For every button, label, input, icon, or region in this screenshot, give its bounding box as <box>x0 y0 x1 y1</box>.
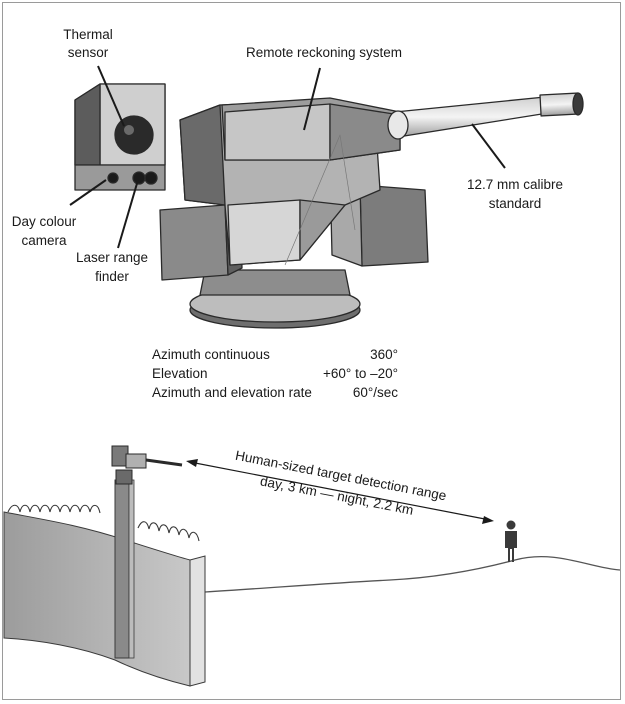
spec-value: +60° to –20° <box>323 366 398 381</box>
landscape-illustration <box>3 445 621 687</box>
spec-name: Azimuth continuous <box>152 347 270 362</box>
leader-lines <box>69 65 506 249</box>
turret-illustration <box>74 83 584 329</box>
day-camera-label-2: camera <box>21 233 67 248</box>
calibre-label-1: 12.7 mm calibre <box>467 177 563 192</box>
thermal-sensor-label-2: sensor <box>68 45 109 60</box>
thermal-sensor-label-1: Thermal <box>63 27 113 42</box>
spec-value: 60°/sec <box>353 385 398 400</box>
spec-name: Azimuth and elevation rate <box>152 385 312 400</box>
remote-system-label: Remote reckoning system <box>246 45 402 60</box>
laser-finder-label-1: Laser range <box>76 250 148 265</box>
calibre-label-2: standard <box>489 196 542 211</box>
day-camera-label-1: Day colour <box>12 214 77 229</box>
spec-name: Elevation <box>152 366 208 381</box>
laser-finder-label-2: finder <box>95 269 129 284</box>
spec-value: 360° <box>370 347 398 362</box>
